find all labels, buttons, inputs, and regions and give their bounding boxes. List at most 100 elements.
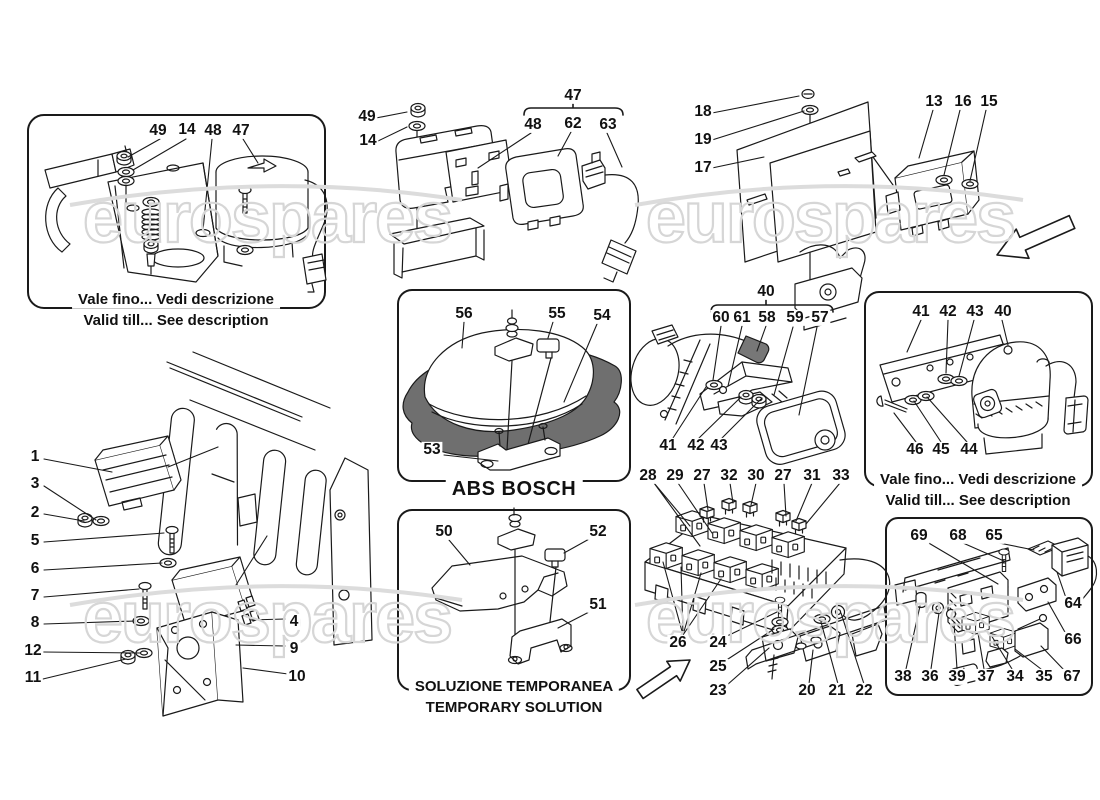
callout-boot_lid_ecu-17: 17: [692, 158, 714, 177]
horn-box-caption-it: Vale fino... Vedi descrizione: [72, 291, 280, 309]
callout-siren_assembly-61: 61: [731, 308, 753, 327]
callout-fuse_relay_box-31: 31: [801, 466, 823, 485]
callout-relay_wall-12: 12: [22, 641, 44, 660]
callout-relay_wall-6: 6: [28, 559, 42, 578]
temp-solution-caption-en: TEMPORARY SOLUTION: [419, 699, 609, 717]
callout-relay_wall-1: 1: [28, 447, 42, 466]
callout-fuse_relay_box-25: 25: [707, 657, 729, 676]
leader-lines: [42, 95, 1067, 686]
callout-switch_box-35: 35: [1033, 667, 1055, 686]
callout-boot_lid_ecu-16: 16: [952, 92, 974, 111]
temp-solution-caption-it: SOLUZIONE TEMPORANEA: [408, 678, 620, 696]
callout-siren_box-41: 41: [910, 302, 932, 321]
callout-relay_wall-9: 9: [287, 639, 301, 658]
callout-relay_wall-11: 11: [22, 668, 44, 687]
callout-abs_box-53: 53: [421, 440, 443, 459]
watermark-text-bottom-right: eurospares: [646, 578, 1014, 658]
callout-abs_box-54: 54: [591, 306, 613, 325]
callout-siren_assembly-60: 60: [710, 308, 732, 327]
callout-ecu_assembly-62: 62: [562, 114, 584, 133]
callout-switch_box-64: 64: [1062, 594, 1084, 613]
callout-relay_wall-10: 10: [286, 667, 308, 686]
callout-siren_assembly-42: 42: [685, 436, 707, 455]
callout-boot_lid_ecu-18: 18: [692, 102, 714, 121]
horn-box-border: [27, 114, 326, 309]
siren-box-caption-en: Valid till... See description: [879, 492, 1077, 510]
callout-fuse_relay_box-21: 21: [826, 681, 848, 700]
callout-switch_box-37: 37: [975, 667, 997, 686]
callout-fuse_relay_box-22: 22: [853, 681, 875, 700]
callout-switch_box-69: 69: [908, 526, 930, 545]
watermark-swoosh-top-right: [634, 184, 1024, 207]
callout-horn_box-14: 14: [176, 120, 198, 139]
callout-switch_box-67: 67: [1061, 667, 1083, 686]
callout-siren_assembly-58: 58: [756, 308, 778, 327]
direction-arrow-left: [996, 214, 1076, 260]
callout-fuse_relay_box-20: 20: [796, 681, 818, 700]
callout-horn_box-47: 47: [230, 121, 252, 140]
callout-temp_box-50: 50: [433, 522, 455, 541]
callout-abs_box-55: 55: [546, 304, 568, 323]
callout-switch_box-38: 38: [892, 667, 914, 686]
callout-siren_box-46: 46: [904, 440, 926, 459]
watermark-text-bottom-left: eurospares: [83, 578, 451, 658]
callout-boot_lid_ecu-15: 15: [978, 92, 1000, 111]
callout-siren_assembly-40: 40: [755, 282, 777, 301]
callout-siren_box-45: 45: [930, 440, 952, 459]
fuse-box-drawing: [644, 497, 891, 680]
callout-switch_box-39: 39: [946, 667, 968, 686]
callout-siren_assembly-59: 59: [784, 308, 806, 327]
siren-assembly-drawing: [630, 324, 846, 700]
abs-bosch-caption: ABS BOSCH: [445, 478, 583, 500]
callout-relay_wall-2: 2: [28, 503, 42, 522]
callout-switch_box-34: 34: [1004, 667, 1026, 686]
callout-ecu_assembly-14: 14: [357, 131, 379, 150]
callout-switch_box-65: 65: [983, 526, 1005, 545]
watermark-text-top-left: eurospares: [83, 178, 451, 258]
watermark-swoosh-bottom-right: [634, 584, 1024, 607]
callout-horn_box-48: 48: [202, 121, 224, 140]
callout-relay_wall-8: 8: [28, 613, 42, 632]
callout-switch_box-36: 36: [919, 667, 941, 686]
callout-boot_lid_ecu-13: 13: [923, 92, 945, 111]
callout-switch_box-68: 68: [947, 526, 969, 545]
callout-ecu_assembly-48: 48: [522, 115, 544, 134]
callout-relay_wall-4: 4: [287, 612, 301, 631]
callout-relay_wall-7: 7: [28, 586, 42, 605]
callout-siren_assembly-57: 57: [809, 308, 831, 327]
callout-fuse_relay_box-26: 26: [667, 633, 689, 652]
callout-fuse_relay_box-28: 28: [637, 466, 659, 485]
callout-fuse_relay_box-30: 30: [745, 466, 767, 485]
horn-assembly-drawing: [44, 145, 328, 293]
relay-wall-drawing: [77, 351, 373, 717]
boot-lid-drawing: [736, 88, 1076, 331]
callout-siren_box-40: 40: [992, 302, 1014, 321]
callout-relay_wall-3: 3: [28, 474, 42, 493]
callout-relay_wall-5: 5: [28, 531, 42, 550]
callout-siren_assembly-41: 41: [657, 436, 679, 455]
callout-fuse_relay_box-32: 32: [718, 466, 740, 485]
callout-siren_assembly-43: 43: [708, 436, 730, 455]
callout-fuse_relay_box-27: 27: [772, 466, 794, 485]
callout-siren_box-42: 42: [937, 302, 959, 321]
siren-box-drawing: [876, 334, 1089, 455]
callout-switch_box-66: 66: [1062, 630, 1084, 649]
callout-fuse_relay_box-29: 29: [664, 466, 686, 485]
callout-siren_box-44: 44: [958, 440, 980, 459]
callout-temp_box-52: 52: [587, 522, 609, 541]
horn-box-caption-en: Valid till... See description: [77, 312, 275, 330]
watermark-swoosh-bottom-left: [69, 584, 463, 607]
callout-abs_box-56: 56: [453, 304, 475, 323]
callout-boot_lid_ecu-19: 19: [692, 130, 714, 149]
callout-fuse_relay_box-33: 33: [830, 466, 852, 485]
callout-ecu_assembly-47: 47: [562, 86, 584, 105]
watermark-swoosh-top-left: [69, 184, 463, 207]
callout-ecu_assembly-63: 63: [597, 115, 619, 134]
callout-temp_box-51: 51: [587, 595, 609, 614]
callout-ecu_assembly-49: 49: [356, 107, 378, 126]
callout-fuse_relay_box-23: 23: [707, 681, 729, 700]
callout-fuse_relay_box-27: 27: [691, 466, 713, 485]
siren-box-caption-it: Vale fino... Vedi descrizione: [874, 471, 1082, 489]
direction-arrow-right: [636, 659, 691, 700]
